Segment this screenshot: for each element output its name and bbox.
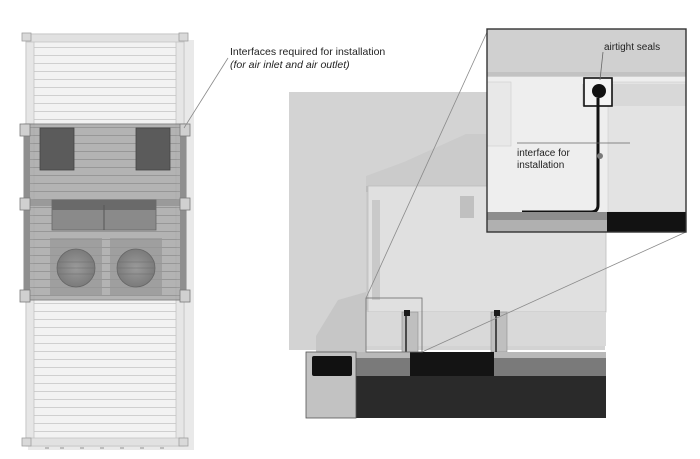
interface-clamp xyxy=(19,123,191,303)
equipment-module-overlay xyxy=(23,123,187,301)
airtight-seals-label: airtight seals xyxy=(604,42,661,53)
interface-for-installation-line2: installation xyxy=(517,160,565,171)
detail-callout xyxy=(486,29,687,232)
interfaces-subtitle: (for air inlet and air outlet) xyxy=(230,59,350,71)
detail-frame xyxy=(365,297,423,353)
leader-line-interfaces xyxy=(183,57,229,129)
callout-border xyxy=(486,28,687,233)
interface-for-installation-line1: interface for xyxy=(517,148,570,159)
container-top-view xyxy=(19,32,194,450)
corner-casting xyxy=(21,32,189,447)
interfaces-title: Interfaces required for installation xyxy=(230,46,386,58)
